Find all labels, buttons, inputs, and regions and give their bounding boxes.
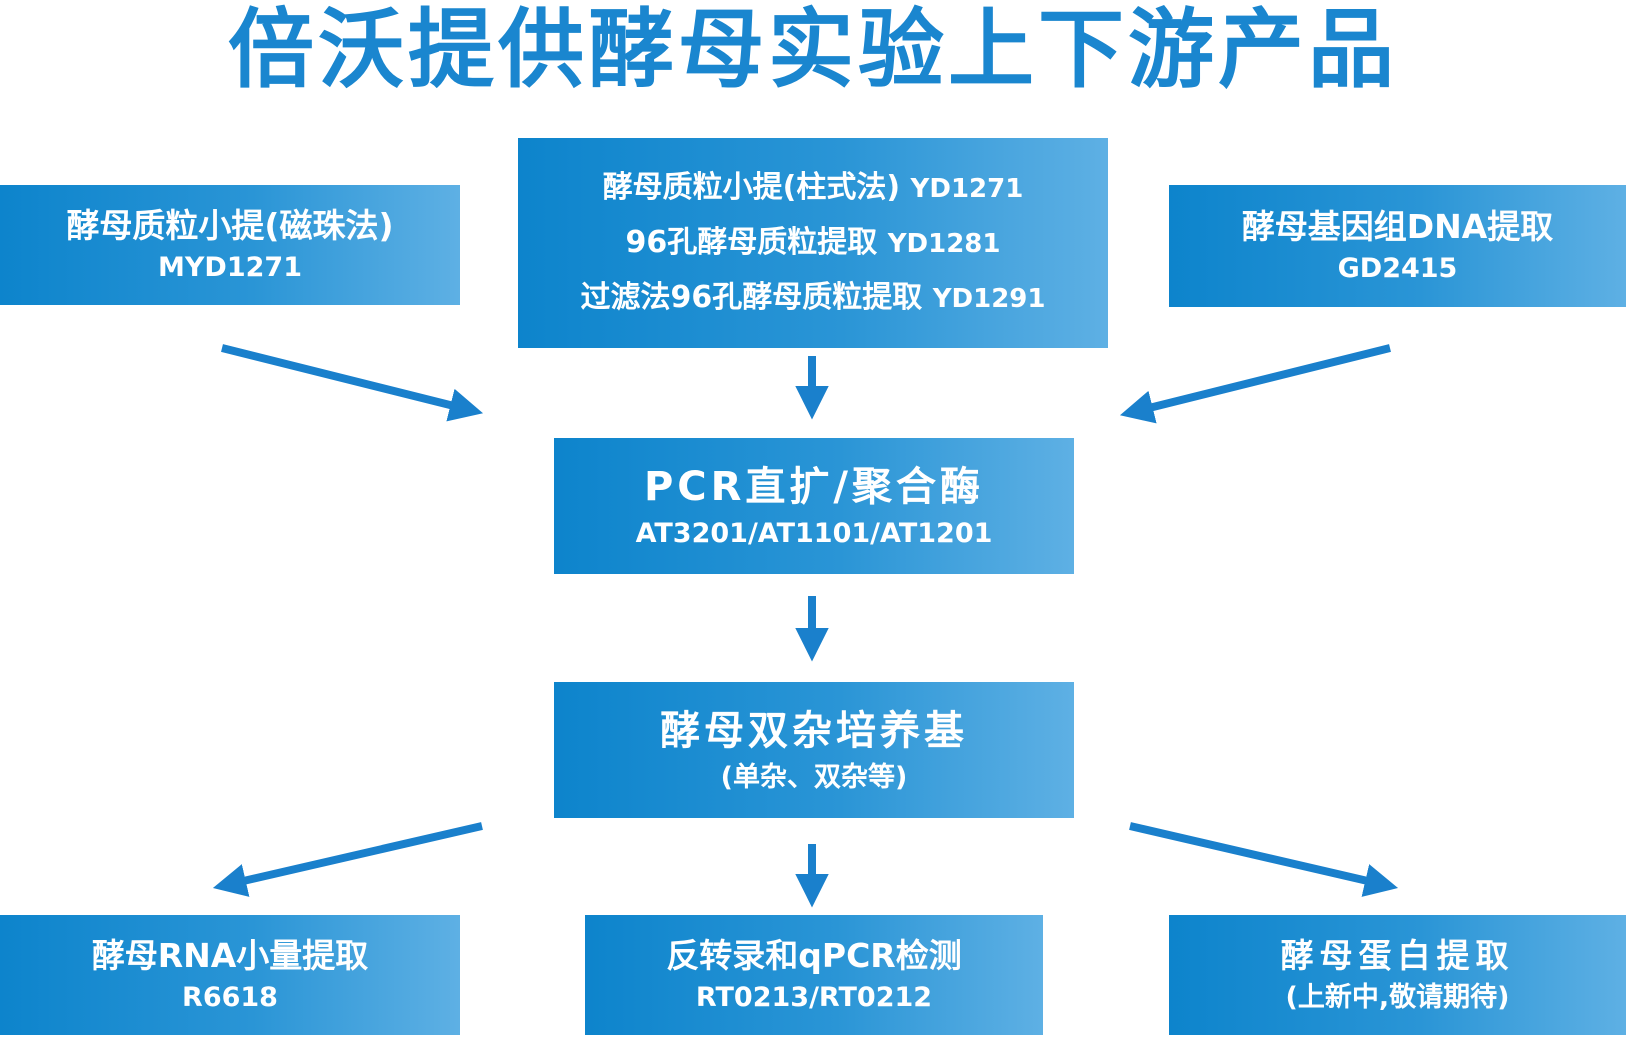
box-protein: 酵母蛋白提取 (上新中,敬请期待) xyxy=(1169,915,1626,1035)
product-name: 过滤法96孔酵母质粒提取 xyxy=(580,279,923,315)
box-name: PCR直扩/聚合酶 xyxy=(643,464,985,510)
box-code: GD2415 xyxy=(1337,253,1458,284)
box-name: 酵母双杂培养基 xyxy=(660,708,968,754)
arrow-medium-to-protein xyxy=(1129,822,1399,897)
product-code: YD1281 xyxy=(887,228,1001,259)
box-rna: 酵母RNA小量提取 R6618 xyxy=(0,915,460,1035)
box-plasmid-magnetic: 酵母质粒小提(磁珠法) MYD1271 xyxy=(0,185,460,305)
product-line: 酵母质粒小提(柱式法) YD1271 xyxy=(603,161,1024,216)
box-plasmid-products: 酵母质粒小提(柱式法) YD1271 96孔酵母质粒提取 YD1281 过滤法9… xyxy=(518,138,1108,348)
product-code: YD1271 xyxy=(910,173,1024,204)
box-name: 反转录和qPCR检测 xyxy=(666,936,962,975)
box-code: AT3201/AT1101/AT1201 xyxy=(635,518,993,549)
box-note: (单杂、双杂等) xyxy=(720,762,908,793)
product-code: YD1291 xyxy=(932,283,1046,314)
box-code: RT0213/RT0212 xyxy=(695,982,933,1013)
box-code: MYD1271 xyxy=(158,252,302,283)
arrow-topleft-to-pcr xyxy=(221,344,484,422)
box-name: 酵母蛋白提取 xyxy=(1280,936,1515,975)
product-line: 过滤法96孔酵母质粒提取 YD1291 xyxy=(581,271,1046,326)
product-name: 酵母质粒小提(柱式法) xyxy=(602,169,901,205)
box-name: 酵母质粒小提(磁珠法) xyxy=(66,206,394,245)
box-qpcr: 反转录和qPCR检测 RT0213/RT0212 xyxy=(585,915,1043,1035)
arrow-medium-to-rna xyxy=(212,822,483,897)
product-line: 96孔酵母质粒提取 YD1281 xyxy=(626,216,1001,271)
box-genomic-dna: 酵母基因组DNA提取 GD2415 xyxy=(1169,185,1626,307)
box-name: 酵母基因组DNA提取 xyxy=(1241,207,1554,246)
box-note: (上新中,敬请期待) xyxy=(1285,982,1510,1013)
box-name: 酵母RNA小量提取 xyxy=(91,936,369,975)
box-code: R6618 xyxy=(182,982,278,1013)
arrow-topright-to-pcr xyxy=(1119,344,1391,424)
product-name: 96孔酵母质粒提取 xyxy=(625,224,878,260)
box-medium: 酵母双杂培养基 (单杂、双杂等) xyxy=(554,682,1074,818)
box-pcr: PCR直扩/聚合酶 AT3201/AT1101/AT1201 xyxy=(554,438,1074,574)
page-title: 倍沃提供酵母实验上下游产品 xyxy=(228,0,1398,100)
